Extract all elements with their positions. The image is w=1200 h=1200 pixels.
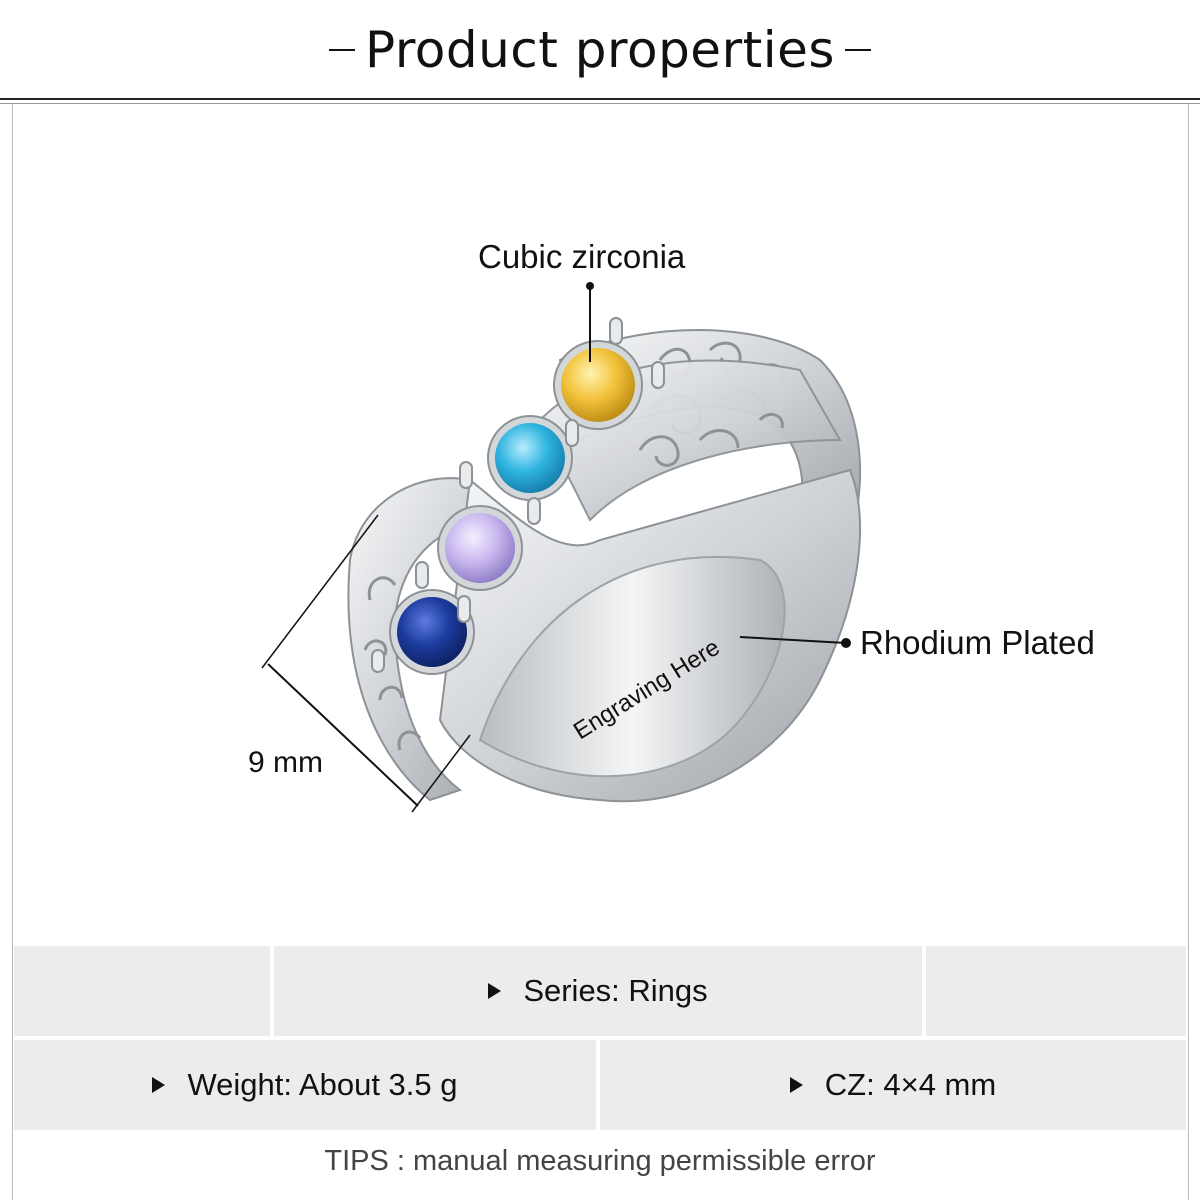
spec-series-text: Series: Rings (523, 973, 708, 1008)
spec-cell-weight: Weight: About 3.5 g (14, 1040, 596, 1130)
header: Product properties (0, 0, 1200, 100)
header-divider-secondary (0, 103, 1200, 104)
callout-cubic-zirconia: Cubic zirconia (478, 238, 686, 275)
ring-filigree-upper (638, 412, 784, 467)
ring-illustration: Engraving Here (261, 282, 861, 813)
spec-cell-empty-left (14, 946, 270, 1036)
bullet-triangle-icon (152, 1077, 166, 1093)
dimension-tick-bottom (411, 734, 471, 813)
page-title: Product properties (329, 21, 871, 79)
header-divider (0, 98, 1200, 100)
page-title-text: Product properties (365, 21, 835, 79)
bullet-triangle-icon (488, 983, 502, 999)
dimension-tick-top (261, 514, 379, 669)
bullet-triangle-icon (789, 1077, 803, 1093)
ring-inner-surface (478, 555, 786, 778)
stone-blue (389, 589, 475, 675)
callout-line-plating (739, 636, 847, 644)
dimension-line-width (267, 663, 419, 807)
spec-weight-text: Weight: About 3.5 g (187, 1067, 458, 1102)
spec-cell-series: Series: Rings (274, 946, 922, 1036)
title-dash-right (844, 49, 871, 51)
stone-lavender (437, 505, 523, 591)
tips-note: TIPS : manual measuring permissible erro… (324, 1144, 876, 1177)
callout-rhodium-plated: Rhodium Plated (860, 624, 1095, 661)
spec-row-details: Weight: About 3.5 g CZ: 4×4 mm (14, 1040, 1186, 1130)
title-dash-left (329, 49, 356, 51)
frame-left-border (12, 104, 13, 1200)
spec-cell-empty-right (926, 946, 1186, 1036)
stone-yellow (553, 340, 643, 430)
spec-cell-cz: CZ: 4×4 mm (600, 1040, 1186, 1130)
ring-filigree-left (363, 576, 422, 751)
stone-aqua (487, 415, 573, 501)
frame-right-border (1188, 104, 1189, 1200)
callout-width: 9 mm (248, 746, 323, 779)
stone-prongs (371, 317, 665, 673)
spec-cz-text: CZ: 4×4 mm (824, 1067, 997, 1102)
spec-row-series: Series: Rings (14, 946, 1186, 1036)
